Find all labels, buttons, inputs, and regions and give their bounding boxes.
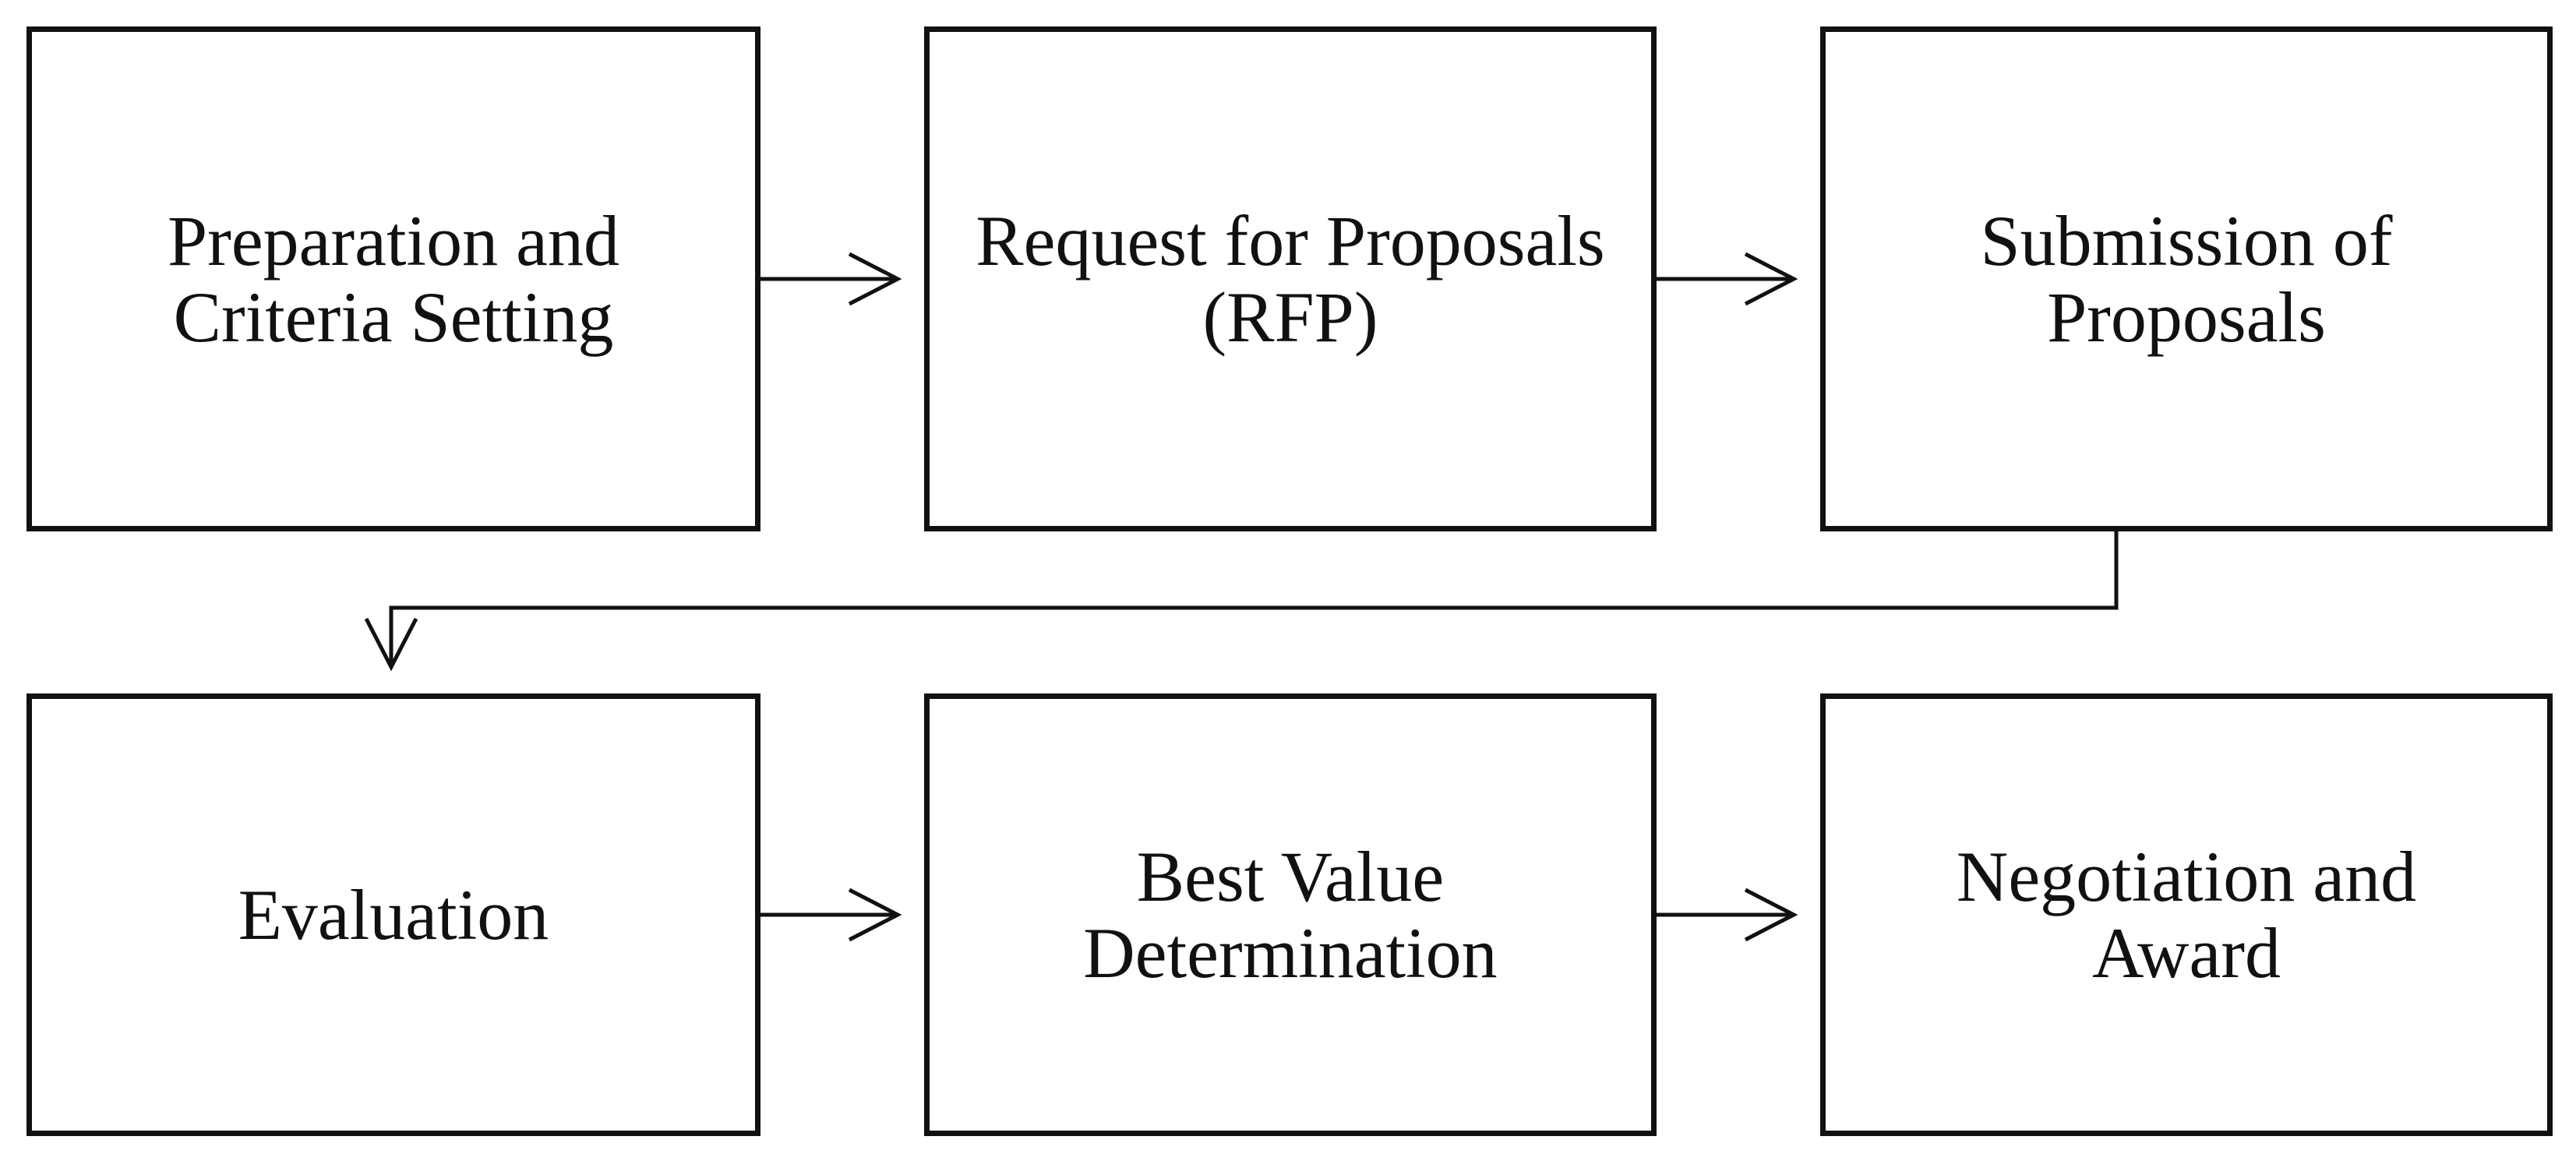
step-best-value-box: Best Value Determination xyxy=(924,693,1657,1136)
arrow-step-2-to-step-3 xyxy=(1657,252,1798,306)
step-negotiation-box: Negotiation and Award xyxy=(1820,693,2553,1136)
arrow-step-3-to-step-4 xyxy=(364,531,2119,672)
step-negotiation-label: Negotiation and Award xyxy=(1956,837,2417,993)
step-submission-box: Submission of Proposals xyxy=(1820,26,2553,531)
step-preparation-box: Preparation and Criteria Setting xyxy=(26,26,760,531)
arrow-step-5-to-step-6 xyxy=(1657,888,1798,942)
step-submission-label: Submission of Proposals xyxy=(1980,201,2393,357)
arrow-step-1-to-step-2 xyxy=(760,252,902,306)
step-rfp-label: Request for Proposals (RFP) xyxy=(976,201,1605,357)
step-preparation-label: Preparation and Criteria Setting xyxy=(168,201,619,357)
step-best-value-label: Best Value Determination xyxy=(1083,837,1498,993)
arrow-step-4-to-step-5 xyxy=(760,888,902,942)
step-evaluation-label: Evaluation xyxy=(238,875,549,955)
step-rfp-box: Request for Proposals (RFP) xyxy=(924,26,1657,531)
step-evaluation-box: Evaluation xyxy=(26,693,760,1136)
